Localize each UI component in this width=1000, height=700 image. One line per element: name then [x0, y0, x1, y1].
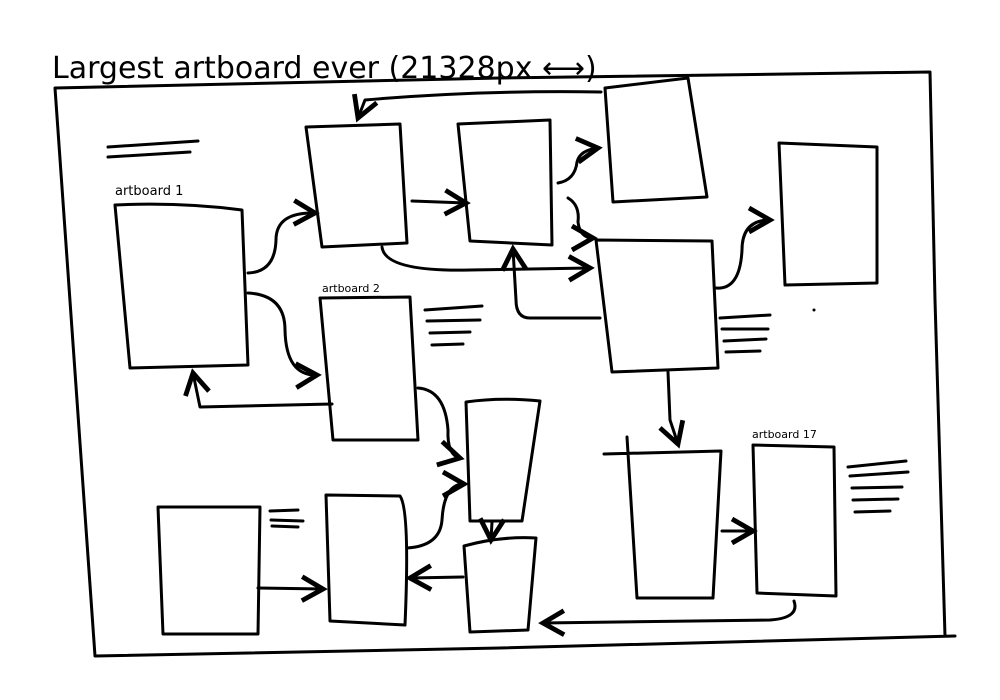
connector-arrows: [183, 90, 797, 637]
label-artboard-2: artboard 2: [322, 282, 380, 295]
label-artboard-1: artboard 1: [115, 184, 183, 199]
artboard-2: [318, 295, 420, 442]
stray-dot: [812, 308, 816, 312]
artboard-center: [594, 238, 720, 374]
artboard-bottom-left: [156, 505, 262, 636]
artboard-mid-small: [464, 397, 542, 523]
artboard-right: [777, 141, 879, 287]
text-line-groups: [268, 304, 910, 529]
artboard-top-c: [603, 76, 709, 204]
label-artboard-17: artboard 17: [752, 428, 817, 441]
artboards: [113, 76, 879, 636]
artboard-1: [113, 202, 250, 370]
text-lines: [106, 139, 200, 159]
diagram-title: Largest artboard ever (21328px ⟷): [52, 51, 597, 86]
artboard-bottom-small: [462, 536, 538, 634]
artboard-17: [751, 443, 838, 598]
artboard-bottom-mid: [324, 493, 409, 627]
artboard-bottom-right-a: [602, 435, 723, 600]
artboard-top-a: [304, 122, 409, 249]
outer-artboard: [53, 70, 957, 658]
artboard-top-b: [456, 118, 554, 247]
